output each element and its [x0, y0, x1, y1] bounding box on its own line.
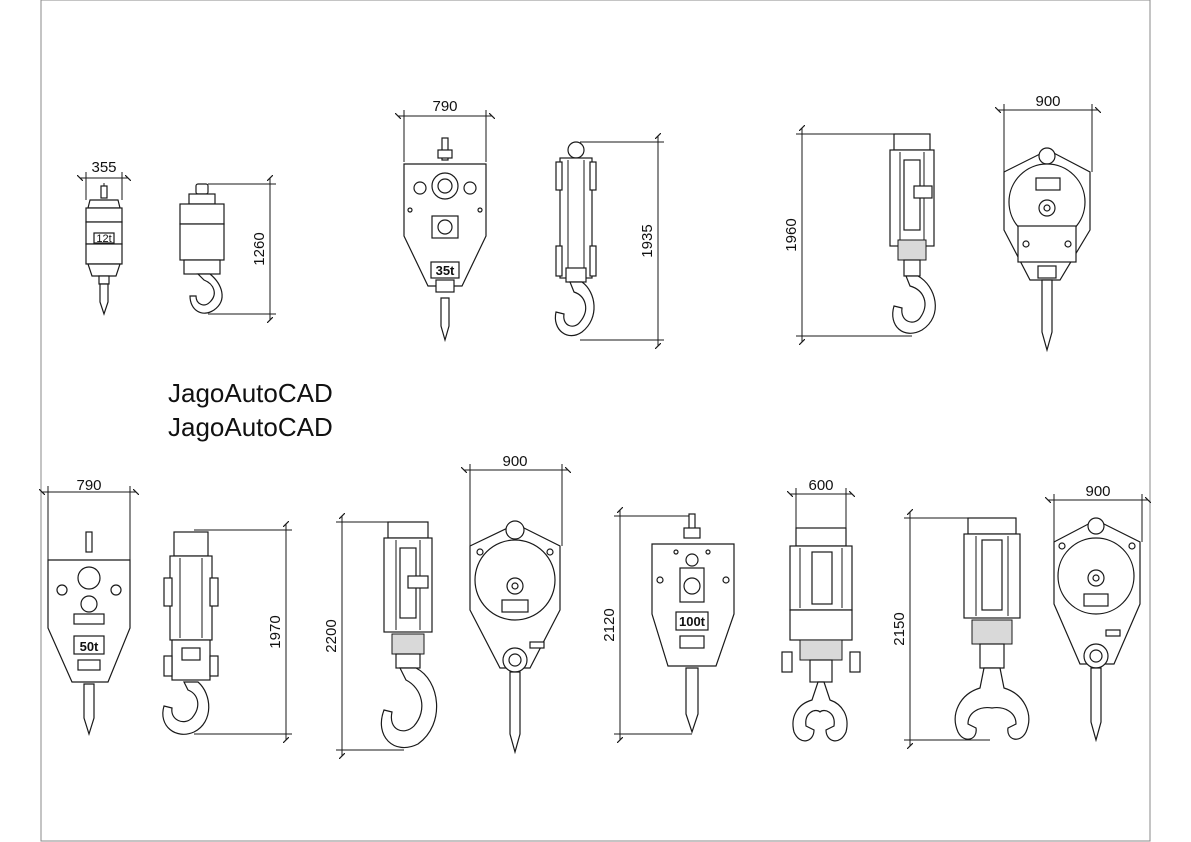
dimension-label-1935: 1935 — [639, 224, 656, 257]
dimension-label-900-bottom: 900 — [1085, 483, 1110, 500]
hook-50t-side-view — [162, 531, 219, 735]
dimension-label-2200: 2200 — [323, 619, 340, 652]
dimension-1960: 1960 — [783, 128, 912, 342]
hook-3-side-view — [889, 133, 936, 334]
dimension-900-bottom: 900 — [1048, 483, 1148, 542]
dimension-label-1960: 1960 — [783, 218, 800, 251]
sheet-border — [40, 0, 1151, 842]
hook-7-ramshorn-front-view — [781, 527, 861, 742]
dimension-label-1970: 1970 — [267, 615, 284, 648]
capacity-label-12t: 12t — [96, 233, 111, 245]
dimension-label-600: 600 — [808, 477, 833, 494]
dimension-355: 355 — [80, 159, 128, 200]
dimension-900-top: 900 — [998, 93, 1098, 172]
hook-100t-front-view: 100t — [651, 513, 735, 734]
hook-35t-side-view — [554, 141, 597, 337]
dimension-label-355: 355 — [91, 159, 116, 176]
dimension-label-790-top: 790 — [432, 98, 457, 115]
dimension-label-2150: 2150 — [891, 612, 908, 645]
watermark-line-1: JagoAutoCAD — [168, 378, 333, 408]
dimension-label-790-bottom: 790 — [76, 477, 101, 494]
dimension-1260: 1260 — [208, 178, 276, 320]
dimension-790-bottom: 790 — [42, 477, 136, 560]
dimension-label-900-middle: 900 — [502, 453, 527, 470]
dimension-1935: 1935 — [580, 136, 664, 346]
capacity-label-100t: 100t — [679, 614, 706, 629]
hook-50t-front-view: 50t — [47, 531, 131, 737]
hook-3-front-view — [1003, 147, 1091, 353]
dimension-label-900-top: 900 — [1035, 93, 1060, 110]
watermark-line-2: JagoAutoCAD — [168, 412, 333, 442]
hook-12t-front-view: 12t — [85, 183, 123, 316]
dimension-label-1260: 1260 — [251, 232, 268, 265]
hook-8-ramshorn-side-view — [954, 517, 1030, 740]
capacity-label-35t: 35t — [436, 263, 455, 278]
dimension-1970: 1970 — [194, 524, 292, 740]
dimension-900-middle: 900 — [464, 453, 568, 546]
hook-8-front-view — [1053, 517, 1141, 743]
hook-5-side-view — [380, 521, 438, 749]
dimension-790-top: 790 — [398, 98, 492, 162]
hook-5-front-view — [469, 520, 561, 755]
dimension-2120: 2120 — [601, 510, 692, 740]
dimension-600: 600 — [790, 477, 852, 528]
capacity-label-50t: 50t — [80, 639, 99, 654]
dimension-2150: 2150 — [891, 512, 990, 746]
dimension-label-2120: 2120 — [601, 608, 618, 641]
hook-35t-front-view: 35t — [403, 137, 487, 343]
hook-12t-side-view — [179, 183, 225, 314]
dimension-2200: 2200 — [323, 516, 404, 756]
